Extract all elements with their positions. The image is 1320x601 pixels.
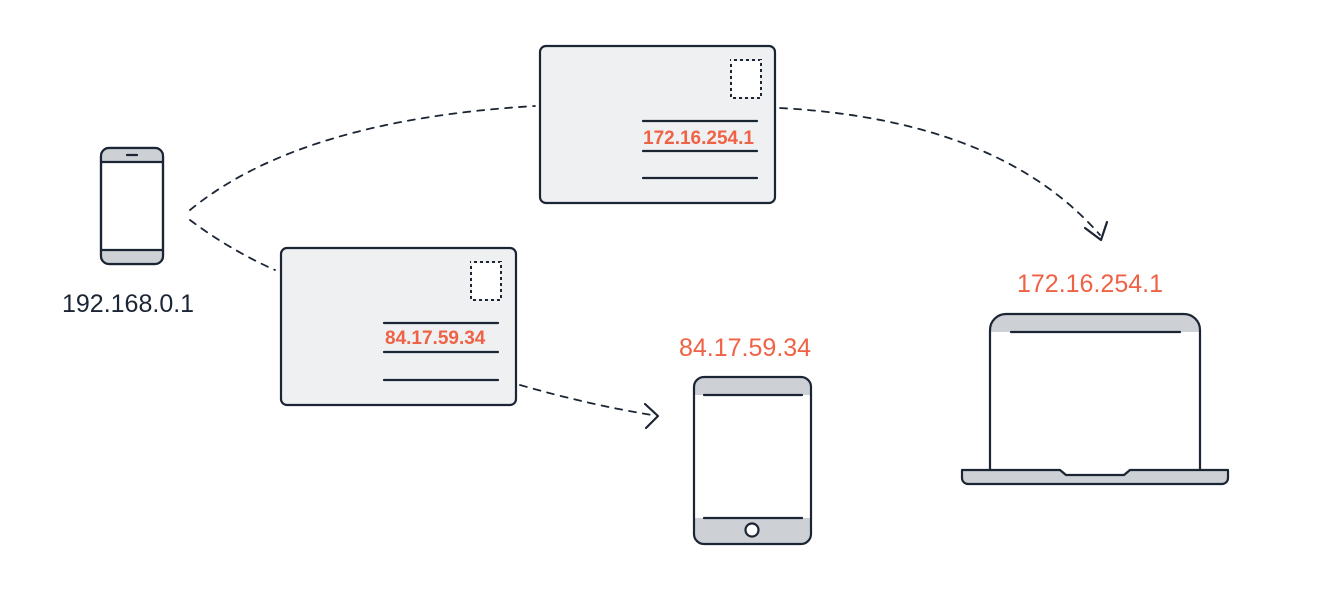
- phone-ip-label: 192.168.0.1: [62, 290, 194, 318]
- route-phone-to-laptop: [189, 105, 1109, 242]
- postcard-to-tablet: 84.17.59.34: [279, 246, 518, 407]
- postage-stamp-icon: [469, 260, 503, 302]
- postcard-address: 84.17.59.34: [385, 328, 486, 349]
- postage-stamp-icon: [729, 58, 763, 100]
- smartphone-icon: [99, 146, 165, 266]
- route-arrowhead-laptop: [1083, 220, 1109, 242]
- laptop-icon: [960, 312, 1230, 486]
- route-phone-to-tablet: [189, 219, 660, 430]
- tablet-icon: [692, 375, 813, 546]
- laptop-ip-label: 172.16.254.1: [1017, 270, 1163, 298]
- postcard-to-laptop: 172.16.254.1: [538, 44, 777, 205]
- tablet-ip-label: 84.17.59.34: [679, 334, 811, 362]
- route-arrowhead-tablet: [643, 402, 660, 430]
- postcard-address: 172.16.254.1: [643, 128, 754, 149]
